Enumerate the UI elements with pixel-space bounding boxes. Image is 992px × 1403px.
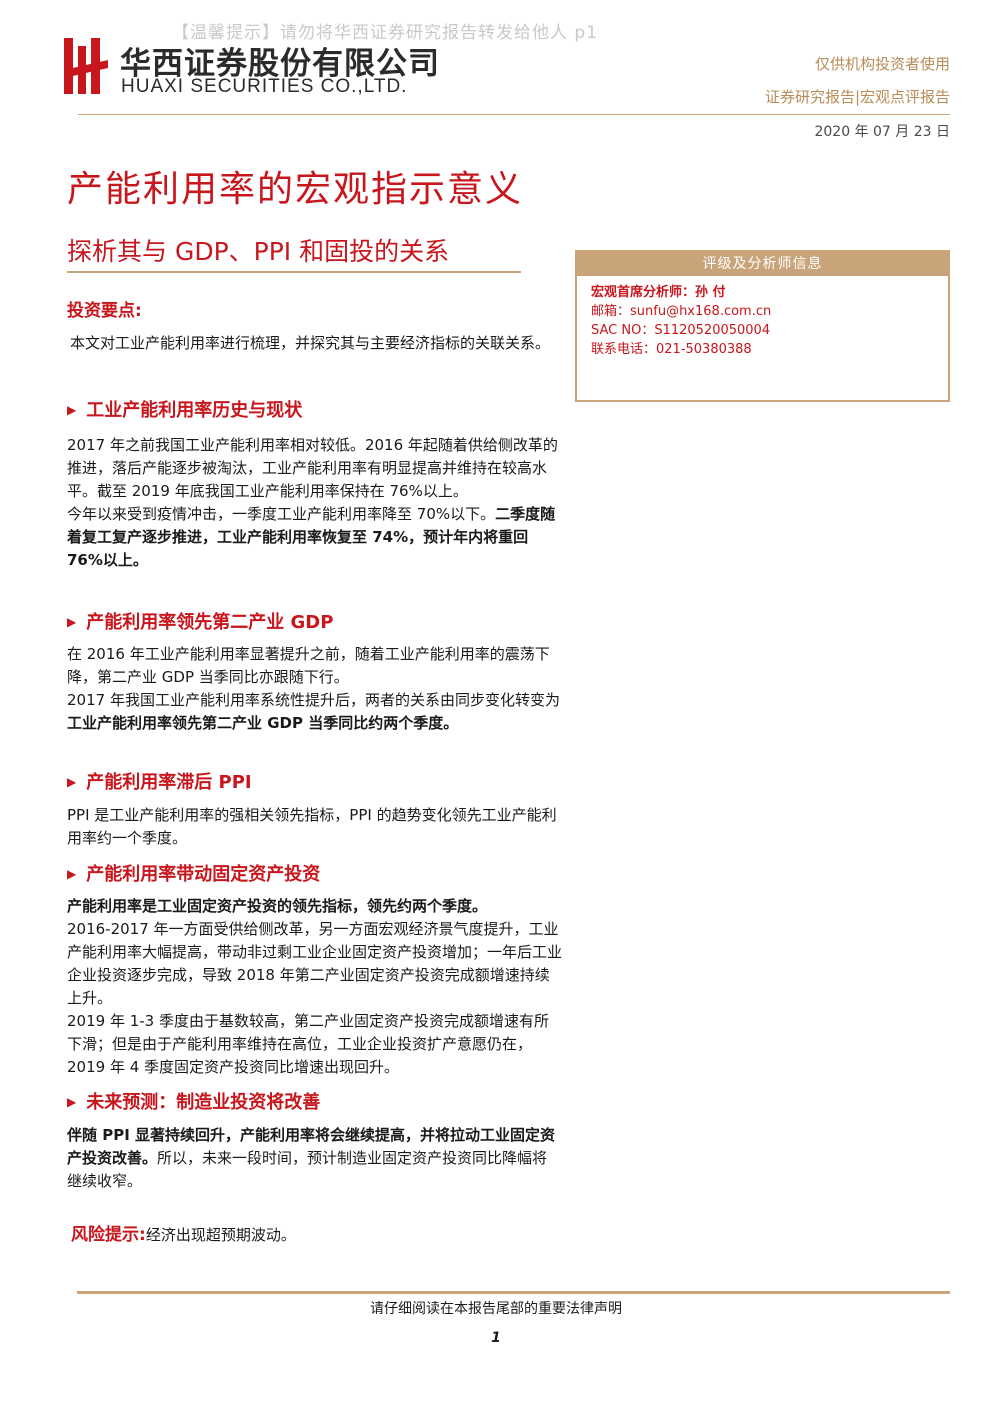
- report-date: 2020 年 07 月 23 日: [814, 124, 950, 140]
- risk-label: 风险提示:: [71, 1225, 146, 1245]
- triangle-bullet-icon: ▶: [67, 1095, 77, 1109]
- analyst-box-header: 评级及分析师信息: [577, 252, 948, 276]
- section-heading-5: ▶未来预测：制造业投资将改善: [67, 1092, 321, 1113]
- watermark-text: 【温馨提示】请勿将华西证券研究报告转发给他人 p1: [172, 23, 599, 43]
- page-number: 1: [491, 1330, 501, 1346]
- risk-text: 经济出现超预期波动。: [145, 1226, 296, 1244]
- section-heading-2: ▶产能利用率领先第二产业 GDP: [67, 612, 334, 633]
- section-3-body: PPI 是工业产能利用率的强相关领先指标，PPI 的趋势变化领先工业产能利用率约…: [67, 804, 562, 850]
- section-1-paragraph-1: 2017 年之前我国工业产能利用率相对较低。2016 年起随着供给侧改革的推进，…: [67, 436, 558, 500]
- section-heading-1: ▶工业产能利用率历史与现状: [67, 400, 303, 421]
- subtitle-underline: [67, 271, 521, 273]
- triangle-bullet-icon: ▶: [67, 867, 77, 881]
- section-4-paragraph-2: 2016-2017 年一方面受供给侧改革，另一方面宏观经济景气度提升，工业产能利…: [67, 920, 563, 1007]
- section-1-body: 2017 年之前我国工业产能利用率相对较低。2016 年起随着供给侧改革的推进，…: [67, 434, 562, 572]
- report-type-tag: 证券研究报告|宏观点评报告: [764, 88, 950, 106]
- header-divider: [78, 114, 950, 115]
- section-5-paragraph-1: 伴随 PPI 显著持续回升，产能利用率将会继续提高，并将拉动工业固定资产投资改善…: [67, 1126, 556, 1190]
- section-5-body: 伴随 PPI 显著持续回升，产能利用率将会继续提高，并将拉动工业固定资产投资改善…: [67, 1124, 562, 1193]
- triangle-bullet-icon: ▶: [67, 615, 77, 629]
- risk-warning: 风险提示:经济出现超预期波动。: [71, 1220, 296, 1245]
- company-name-en: HUAXI SECURITIES CO.,LTD.: [121, 76, 408, 97]
- report-title: 产能利用率的宏观指示意义: [67, 169, 524, 210]
- triangle-bullet-icon: ▶: [67, 775, 77, 789]
- section-2-paragraph-1: 在 2016 年工业产能利用率显著提升之前，随着工业产能利用率的震荡下降，第二产…: [67, 645, 550, 686]
- analyst-sac: SAC NO：S1120520050004: [591, 323, 771, 338]
- section-1-paragraph-2: 今年以来受到疫情冲击，一季度工业产能利用率降至 70%以下。二季度随着复工复产逐…: [67, 505, 556, 569]
- section-heading-4: ▶产能利用率带动固定资产投资: [67, 864, 321, 885]
- analyst-name: 宏观首席分析师：孙 付: [591, 285, 726, 300]
- section-heading-3: ▶产能利用率滞后 PPI: [67, 772, 252, 793]
- section-4-paragraph-3: 2019 年 1-3 季度由于基数较高，第二产业固定资产投资完成额增速有所下滑；…: [67, 1012, 549, 1076]
- section-3-paragraph-1: PPI 是工业产能利用率的强相关领先指标，PPI 的趋势变化领先工业产能利用率约…: [67, 806, 557, 847]
- report-subtitle: 探析其与 GDP、PPI 和固投的关系: [67, 237, 450, 266]
- huaxi-logo-icon: [64, 38, 108, 94]
- section-2-body: 在 2016 年工业产能利用率显著提升之前，随着工业产能利用率的震荡下降，第二产…: [67, 643, 562, 735]
- audience-tag: 仅供机构投资者使用: [814, 55, 950, 73]
- analyst-email: 邮箱：sunfu@hx168.com.cn: [591, 304, 772, 319]
- key-points-label: 投资要点:: [67, 301, 142, 321]
- section-2-paragraph-2: 2017 年我国工业产能利用率系统性提升后，两者的关系由同步变化转变为工业产能利…: [67, 691, 560, 732]
- legal-notice: 请仔细阅读在本报告尾部的重要法律声明: [370, 1301, 622, 1317]
- intro-paragraph: 本文对工业产能利用率进行梳理，并探究其与主要经济指标的关联关系。: [70, 334, 551, 352]
- section-4-body: 产能利用率是工业固定资产投资的领先指标，领先约两个季度。 2016-2017 年…: [67, 895, 562, 1079]
- analyst-phone: 联系电话：021-50380388: [591, 342, 752, 357]
- triangle-bullet-icon: ▶: [67, 403, 77, 417]
- analyst-info-box: 评级及分析师信息 宏观首席分析师：孙 付 邮箱：sunfu@hx168.com.…: [575, 250, 950, 402]
- section-4-paragraph-1: 产能利用率是工业固定资产投资的领先指标，领先约两个季度。: [67, 897, 488, 915]
- footer-divider: [77, 1291, 950, 1294]
- company-name-cn: 华西证券股份有限公司: [120, 46, 440, 82]
